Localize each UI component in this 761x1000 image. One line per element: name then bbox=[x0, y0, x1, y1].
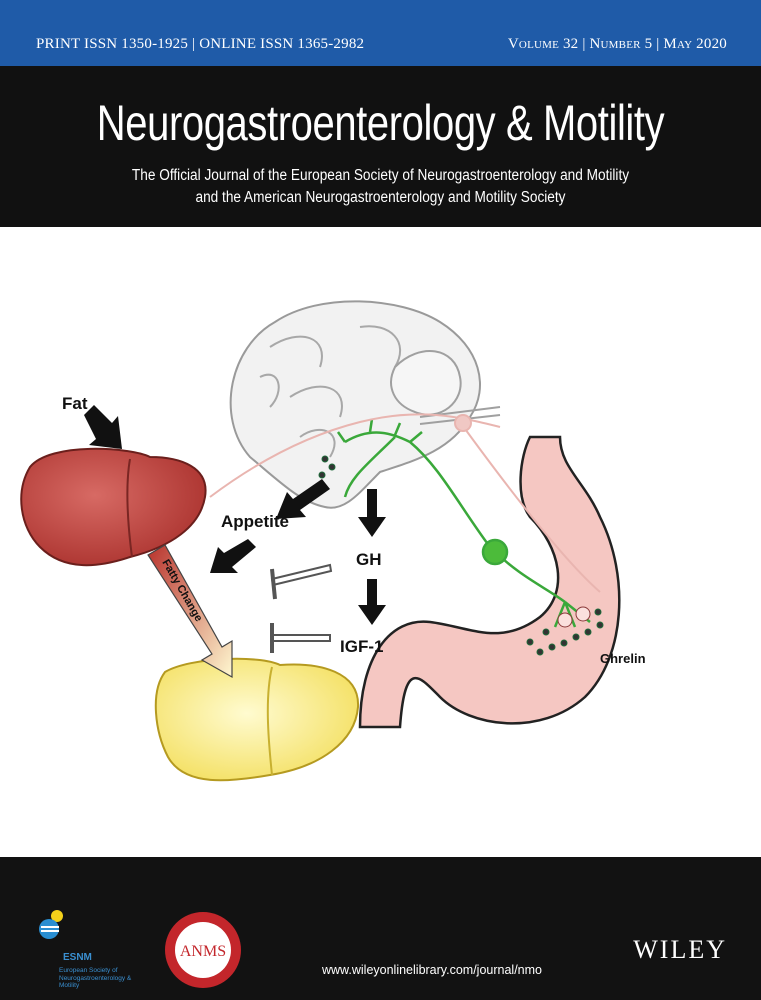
label-fatty-change: Fatty Change bbox=[159, 558, 204, 624]
label-ghrelin: Ghrelin bbox=[600, 651, 646, 666]
label-igf1: IGF-1 bbox=[340, 637, 383, 656]
cover-illustration: Fat Appetite GH IGF-1 Ghrelin Fatty Chan… bbox=[0, 227, 761, 857]
illustration-svg: Fat Appetite GH IGF-1 Ghrelin Fatty Chan… bbox=[20, 300, 646, 782]
journal-title: Neurogastroenterology & Motility bbox=[96, 95, 665, 151]
brain-icon bbox=[229, 300, 501, 509]
volume: Volume 32 bbox=[507, 36, 579, 52]
fat-arrow-icon bbox=[84, 405, 122, 449]
esnm-logo-icon bbox=[39, 910, 63, 939]
label-fat: Fat bbox=[62, 394, 88, 413]
issn-separator: | bbox=[192, 36, 200, 52]
fatty-liver-icon bbox=[154, 657, 360, 782]
esnm-name: ESNM bbox=[63, 952, 92, 963]
issn-info: PRINT ISSN 1350-1925 | ONLINE ISSN 1365-… bbox=[36, 36, 364, 53]
igf1-arrow-icon bbox=[358, 579, 386, 625]
nerve-fiber bbox=[209, 413, 601, 593]
label-gh: GH bbox=[356, 550, 382, 569]
fatty-change-arrow-icon bbox=[147, 544, 233, 679]
gh-arrow-icon bbox=[358, 489, 386, 537]
issn-print: PRINT ISSN 1350-1925 bbox=[36, 36, 189, 52]
appetite-arrow-icon bbox=[276, 479, 330, 519]
appetite-to-liver-arrow-icon bbox=[210, 539, 256, 573]
publisher-logo: WILEY bbox=[633, 935, 727, 964]
journal-header: Neurogastroenterology & Motility The Off… bbox=[0, 66, 761, 227]
issue-info: Volume 32 | Number 5 | May 2020 bbox=[507, 36, 727, 52]
ghrelin-cells bbox=[318, 455, 604, 656]
journal-subtitle-line2: and the American Neurogastroenterology a… bbox=[195, 189, 566, 206]
issue-date: May 2020 bbox=[663, 36, 727, 52]
top-bar: PRINT ISSN 1350-1925 | ONLINE ISSN 1365-… bbox=[0, 0, 761, 66]
arrows bbox=[84, 405, 386, 625]
anms-logo-icon: ANMS bbox=[165, 912, 241, 988]
inhibition-symbols bbox=[270, 563, 333, 653]
number: Number 5 bbox=[589, 36, 653, 52]
journal-url[interactable]: www.wileyonlinelibrary.com/journal/nmo bbox=[322, 963, 542, 977]
label-appetite: Appetite bbox=[221, 512, 289, 531]
cover-footer: ESNM European Society of Neurogastroente… bbox=[0, 857, 761, 1000]
issn-online: ONLINE ISSN 1365-2982 bbox=[199, 36, 365, 52]
stomach-icon bbox=[358, 435, 621, 729]
healthy-liver-icon bbox=[20, 447, 207, 567]
anms-logo-text: ANMS bbox=[180, 943, 226, 960]
esnm-full-name: European Society of Neurogastroenterolog… bbox=[59, 967, 132, 989]
journal-subtitle-line1: The Official Journal of the European Soc… bbox=[131, 167, 630, 184]
